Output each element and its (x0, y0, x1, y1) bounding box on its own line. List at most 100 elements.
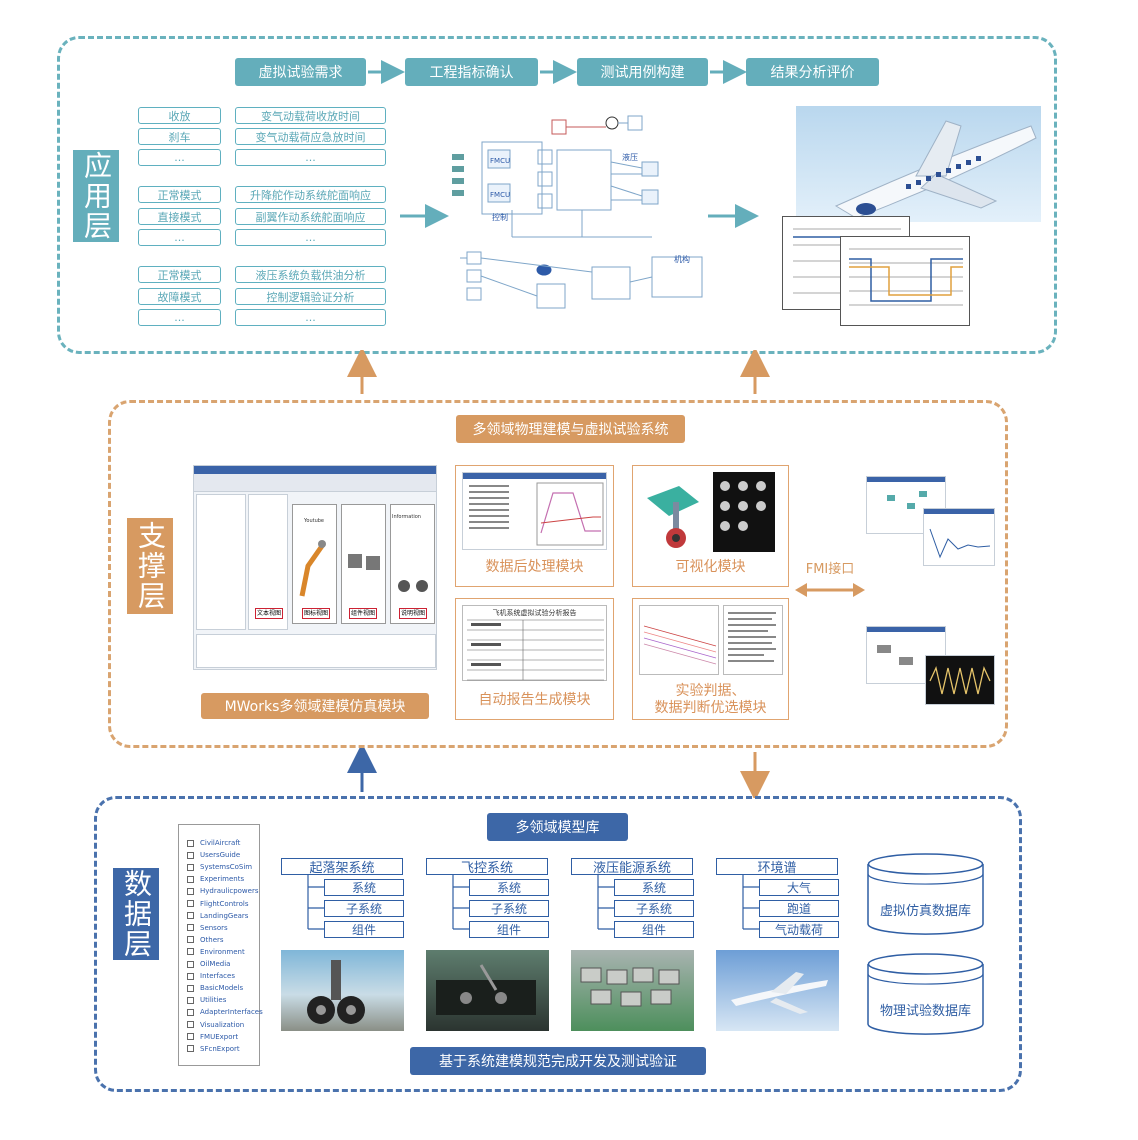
tree-item[interactable]: Experiments (187, 875, 244, 883)
tree-item-label: BasicModels (200, 984, 244, 993)
tree-item-label: Environment (200, 947, 245, 956)
package-icon (187, 960, 194, 968)
req-left-3-2: 故障模式 (138, 288, 221, 305)
airliner-icon (731, 972, 828, 1014)
database-cylinder-icon-2 (867, 953, 984, 1035)
tree-item-label: Experiments (200, 875, 245, 884)
fmi-label: FMI接口 (805, 562, 855, 577)
screenshot-tab-text: 文本视图 (255, 608, 283, 619)
system-flight-control: 飞控系统 (426, 858, 548, 876)
hydraulic-subsystem: 子系统 (614, 900, 694, 917)
req-right-1-2: 变气动载荷应急放时间 (235, 128, 386, 145)
package-icon (187, 984, 194, 992)
req-right-2-1: 升降舵作动系统舵面响应 (235, 186, 386, 203)
fmi-screenshot-bottom-2 (925, 655, 995, 705)
tree-item-label: Others (200, 935, 224, 944)
chart-lines-front (849, 248, 963, 306)
tree-item-label: SFcnExport (200, 1044, 240, 1053)
report-module: 飞机系统虚拟试验分析报告 自动报告生成模块 (455, 598, 614, 720)
airliner-photo (716, 950, 839, 1031)
application-layer-arrows (368, 60, 759, 228)
package-icon (187, 912, 194, 920)
flight-control-subsystem: 子系统 (469, 900, 549, 917)
airplane-icon (834, 120, 1037, 219)
tree-item[interactable]: SFcnExport (187, 1045, 240, 1053)
tree-item[interactable]: Environment (187, 948, 245, 956)
tree-item-label: Visualization (200, 1020, 245, 1029)
control-label: 控制 (492, 212, 508, 222)
system-hydraulic-power: 液压能源系统 (571, 858, 693, 876)
tree-item-label: OilMedia (200, 960, 231, 968)
req-left-3-1: 正常模式 (138, 266, 221, 283)
req-right-2-3: ... (235, 229, 386, 246)
package-icon (187, 851, 194, 859)
package-icon (187, 996, 194, 1004)
package-icon (187, 1008, 194, 1016)
req-right-3-3: ... (235, 309, 386, 326)
tree-item-label: Hydraulicpowers (200, 887, 259, 896)
fmcu-label-2: FMCU (490, 191, 510, 199)
environment-runway: 跑道 (759, 900, 839, 917)
support-layer-tag: 支撑层 (127, 518, 173, 614)
landing-gear-3d-icon (647, 486, 699, 548)
hydraulic-label: 液压 (622, 152, 638, 162)
post-processing-label: 数据后处理模块 (485, 559, 584, 575)
package-icon (187, 1021, 194, 1028)
tree-item[interactable]: Hydraulicpowers (187, 887, 258, 895)
package-icon (187, 972, 194, 980)
tree-item[interactable]: AdapterInterfaces (187, 1008, 263, 1016)
fmi-double-arrow (795, 583, 865, 597)
package-icon (187, 924, 194, 932)
tree-item[interactable]: BasicModels (187, 984, 243, 992)
fmcu-label-1: FMCU (490, 157, 510, 165)
screenshot-tab-icon: 图标视图 (302, 608, 330, 619)
tree-item[interactable]: Interfaces (187, 972, 235, 980)
judgment-text-lines (728, 612, 776, 662)
flight-control-component: 组件 (469, 921, 549, 938)
virtual-sim-database: 虚拟仿真数据库 (866, 852, 985, 936)
tree-item[interactable]: OilMedia (187, 960, 230, 968)
tree-item[interactable]: Others (187, 936, 224, 944)
tree-item[interactable]: Visualization (187, 1021, 244, 1029)
mworks-screenshot: Youtube Information 文本视图 图标视图 组件视图 说明视图 (193, 465, 437, 670)
tree-item[interactable]: FlightControls (187, 900, 249, 908)
tree-item[interactable]: FMUExport (187, 1033, 238, 1041)
report-label: 自动报告生成模块 (478, 692, 591, 708)
report-title: 飞机系统虚拟试验分析报告 (492, 609, 577, 617)
req-left-2-3: ... (138, 229, 221, 246)
tree-item[interactable]: Utilities (187, 996, 226, 1004)
req-left-3-3: ... (138, 309, 221, 326)
req-right-3-1: 液压系统负载供油分析 (235, 266, 386, 283)
flow-step-virtual-test-requirement: 虚拟试验需求 (235, 58, 366, 86)
req-left-1-2: 刹车 (138, 128, 221, 145)
req-left-2-1: 正常模式 (138, 186, 221, 203)
flow-step-engineering-index-confirm: 工程指标确认 (405, 58, 538, 86)
tree-item-label: LandingGears (200, 911, 249, 920)
system-environment-spectrum: 环境谱 (716, 858, 838, 876)
flow-step-result-analysis: 结果分析评价 (746, 58, 879, 86)
hydraulic-component: 组件 (614, 921, 694, 938)
visual-grid-icon (720, 481, 766, 531)
package-icon (187, 936, 194, 944)
layer-arrows-top (347, 350, 770, 394)
tree-item[interactable]: LandingGears (187, 912, 248, 920)
mworks-module-label: MWorks多领域建模仿真模块 (201, 693, 429, 719)
req-right-3-2: 控制逻辑验证分析 (235, 288, 386, 305)
tree-item-label: Sensors (200, 923, 228, 932)
mechanism-label: 机构 (674, 254, 690, 264)
screenshot-info-title: Information (392, 514, 421, 520)
package-icon (187, 863, 194, 871)
tree-item[interactable]: CivilAircraft (187, 839, 240, 847)
package-icon (187, 1033, 194, 1041)
model-library-title: 多领域模型库 (487, 813, 628, 841)
tree-item[interactable]: Sensors (187, 924, 228, 932)
post-processing-module: 数据后处理模块 (455, 465, 614, 587)
judgment-module: 实验判据、 数据判断优选模块 (632, 598, 789, 720)
tree-item[interactable]: UsersGuide (187, 851, 240, 859)
support-layer-frame (108, 400, 1008, 748)
tree-item-label: UsersGuide (200, 851, 241, 860)
screenshot-icon-title: Youtube (304, 518, 324, 524)
tree-item[interactable]: SystemsCoSim (187, 863, 252, 871)
hydraulic-system: 系统 (614, 879, 694, 896)
